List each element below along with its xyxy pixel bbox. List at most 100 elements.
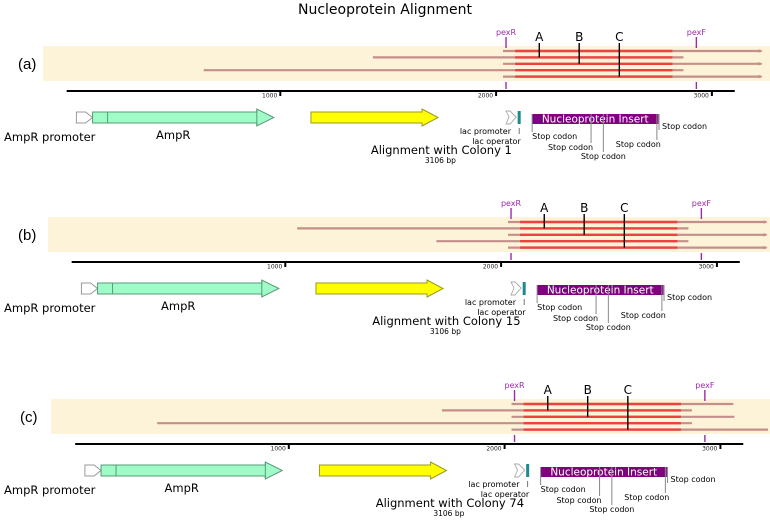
lac-promoter-label: lac promoter (465, 298, 517, 307)
figure-title: Nucleoprotein Alignment (297, 2, 473, 18)
lac-operator-label: lac operator (477, 308, 526, 317)
lac-promoter-arrow-icon (510, 281, 522, 296)
insert-label: Nucleoprotein Insert (547, 285, 654, 297)
axis-tick (284, 262, 287, 267)
stop-codon-label: Stop codon (556, 496, 601, 505)
read-arrow-icon (758, 62, 763, 66)
ampr-label: AmpR (161, 299, 195, 313)
panel-label: (c) (20, 409, 38, 426)
stop-codon-label: Stop codon (553, 314, 598, 323)
lac-operator-label: lac operator (472, 137, 521, 146)
axis-tick-label: 3000 (694, 93, 709, 100)
read-arrow-icon (758, 49, 763, 53)
site-label-A: A (535, 30, 544, 44)
axis-tick-label: 3000 (702, 446, 717, 453)
stop-codon-label: Stop codon (616, 140, 661, 149)
ampr-arrow-icon (100, 461, 284, 480)
yellow-feature-arrow-icon (310, 108, 440, 127)
panel-label: (b) (18, 227, 36, 244)
lac-promoter-label: lac promoter (460, 127, 512, 136)
sequence-read (503, 62, 763, 66)
sequence-read (503, 74, 763, 79)
axis-tick (719, 444, 722, 449)
map-title: Alignment with Colony 1 (371, 143, 512, 157)
site-label-A: A (540, 201, 549, 215)
site-label-B: B (584, 383, 592, 397)
primer-label-pexF: pexF (692, 199, 712, 208)
stop-codon-label: Stop codon (621, 311, 666, 320)
ampr-arrow-icon (92, 108, 275, 127)
stop-codon-label: Stop codon (537, 303, 582, 312)
sequence-read (508, 233, 768, 237)
read-arrow-icon (763, 245, 768, 250)
sequence-read (508, 245, 768, 250)
sequence-read (503, 49, 763, 53)
axis-tick-label: 3000 (699, 264, 714, 271)
axis-tick (287, 444, 290, 449)
site-label-C: C (615, 30, 623, 44)
site-label-B: B (580, 201, 588, 215)
map-length: 3106 bp (433, 509, 464, 518)
axis-tick-label: 1000 (271, 446, 286, 453)
lac-operator-box (517, 111, 521, 124)
primer-label-pexR: pexR (504, 381, 525, 390)
stop-codon-label: Stop codon (589, 505, 634, 514)
ampr-promoter-arrow-icon (75, 111, 94, 124)
nucleoprotein-insert-box (537, 285, 664, 295)
stop-codon-label: Stop codon (532, 132, 577, 141)
stop-codon-label: Stop codon (624, 493, 669, 502)
lac-operator-box (522, 282, 526, 295)
axis-tick-label: 1000 (267, 264, 282, 271)
read-arrow-icon (758, 74, 763, 79)
lac-operator-box (526, 464, 530, 477)
ampr-promoter-label: AmpR promoter (4, 130, 96, 144)
axis-tick (503, 444, 506, 449)
sequence-read (508, 220, 768, 224)
ampr-label: AmpR (156, 128, 190, 142)
axis-tick-label: 2000 (478, 93, 493, 100)
axis-tick-label: 2000 (486, 446, 501, 453)
primer-label-pexF: pexF (687, 28, 707, 37)
stop-codon-label: Stop codon (586, 323, 631, 332)
axis-tick (710, 91, 713, 96)
site-label-C: C (624, 383, 632, 397)
stop-codon-label: Stop codon (671, 475, 716, 484)
insert-label: Nucleoprotein Insert (542, 114, 649, 126)
ampr-label: AmpR (165, 481, 199, 495)
stop-codon-label: Stop codon (581, 152, 626, 161)
nucleoprotein-insert-box (540, 467, 667, 477)
read-arrow-icon (763, 220, 768, 224)
stop-codon-label: Stop codon (541, 485, 586, 494)
map-length: 3106 bp (430, 327, 461, 336)
map-length: 3106 bp (425, 156, 456, 165)
site-label-B: B (575, 30, 583, 44)
ampr-promoter-label: AmpR promoter (4, 483, 96, 497)
ampr-promoter-arrow-icon (84, 464, 102, 477)
stop-codon-label: Stop codon (662, 122, 707, 131)
axis-tick-label: 1000 (262, 93, 277, 100)
map-title: Alignment with Colony 15 (372, 314, 520, 328)
lac-promoter-arrow-icon (513, 463, 526, 478)
lac-promoter-arrow-icon (505, 110, 517, 125)
panel-label: (a) (18, 56, 36, 73)
yellow-feature-arrow-icon (318, 461, 448, 480)
nucleoprotein-insert-box (532, 114, 659, 124)
axis-tick-label: 2000 (483, 264, 498, 271)
ampr-arrow-icon (97, 279, 280, 298)
read-arrow-icon (763, 233, 768, 237)
stop-codon-label: Stop codon (548, 143, 593, 152)
axis-tick (500, 262, 503, 267)
stop-codon-label: Stop codon (667, 293, 712, 302)
axis-tick (715, 262, 718, 267)
map-title: Alignment with Colony 74 (376, 496, 524, 510)
site-label-C: C (620, 201, 628, 215)
axis-tick (279, 91, 282, 96)
primer-label-pexR: pexR (496, 28, 517, 37)
lac-operator-label: lac operator (481, 490, 530, 499)
primer-label-pexR: pexR (501, 199, 522, 208)
axis-tick (495, 91, 498, 96)
